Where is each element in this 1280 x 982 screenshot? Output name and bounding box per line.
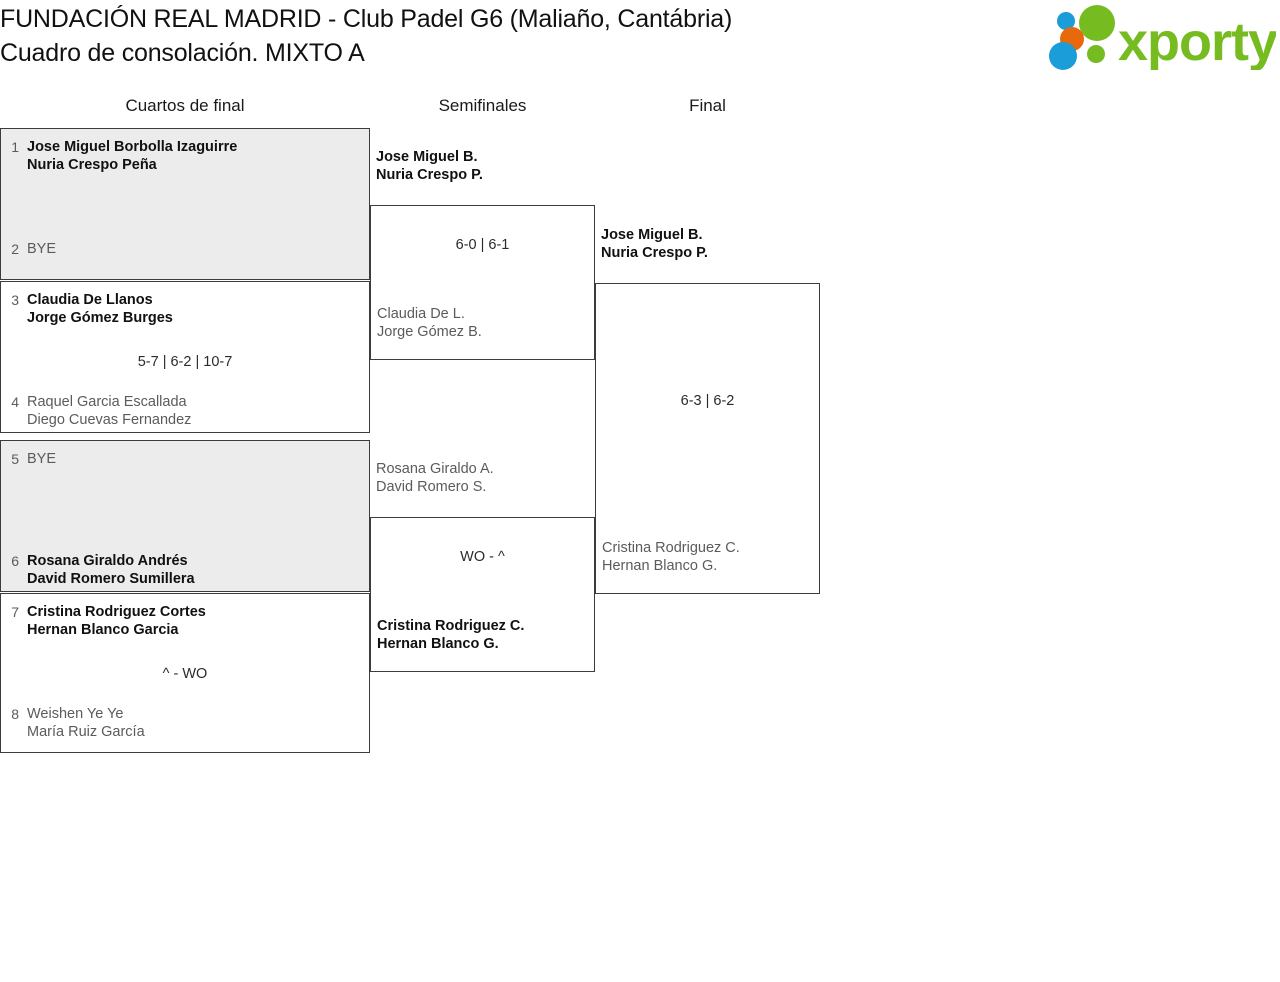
round-header-semifinals: Semifinales — [438, 96, 527, 115]
team-names: Weishen Ye Ye María Ruiz García — [27, 706, 145, 740]
team-names: Cristina Rodriguez Cortes Hernan Blanco … — [27, 604, 206, 638]
match-score: WO - ^ — [460, 549, 505, 565]
xporty-logo[interactable]: xporty — [1046, 4, 1276, 70]
logo-wordmark: xporty — [1118, 12, 1276, 70]
semifinal-1-top-team[interactable]: Jose Miguel B. Nuria Crespo P. — [376, 148, 483, 184]
match-score: 6-0 | 6-1 — [455, 237, 510, 253]
match-qf-3[interactable]: 5 BYE 6 Rosana Giraldo Andrés David Rome… — [0, 440, 370, 592]
team-names: Claudia De L. Jorge Gómez B. — [377, 306, 482, 340]
seed-number: 1 — [11, 139, 19, 155]
seed-number: 6 — [11, 553, 19, 569]
match-qf-2[interactable]: 3 Claudia De Llanos Jorge Gómez Burges 5… — [0, 281, 370, 433]
match-sf-1[interactable]: 6-0 | 6-1 Claudia De L. Jorge Gómez B. — [370, 205, 595, 360]
round-header-quarterfinals: Cuartos de final — [125, 96, 245, 115]
seed-number: 5 — [11, 451, 19, 467]
team-names: Rosana Giraldo Andrés David Romero Sumil… — [27, 553, 195, 587]
seed-number: 7 — [11, 604, 19, 620]
round-header-final: Final — [689, 96, 726, 115]
team-slot[interactable]: 5 BYE — [1, 450, 369, 468]
match-qf-4[interactable]: 7 Cristina Rodriguez Cortes Hernan Blanc… — [0, 593, 370, 753]
seed-number: 2 — [11, 241, 19, 257]
team-names: Cristina Rodriguez C. Hernan Blanco G. — [602, 540, 740, 574]
team-slot[interactable]: 1 Jose Miguel Borbolla Izaguirre Nuria C… — [1, 138, 369, 174]
seed-number: 8 — [11, 706, 19, 722]
page-header: FUNDACIÓN REAL MADRID - Club Padel G6 (M… — [0, 0, 1280, 78]
title-line-2: Cuadro de consolación. MIXTO A — [0, 39, 365, 67]
match-score: ^ - WO — [162, 666, 208, 682]
logo-dots-icon — [1049, 5, 1115, 70]
team-names: BYE — [27, 451, 57, 467]
team-names: Cristina Rodriguez C. Hernan Blanco G. — [377, 618, 525, 652]
team-names: Raquel Garcia Escallada Diego Cuevas Fer… — [27, 394, 192, 428]
final-top-team[interactable]: Jose Miguel B. Nuria Crespo P. — [601, 226, 708, 262]
match-final[interactable]: 6-3 | 6-2 Cristina Rodriguez C. Hernan B… — [595, 283, 820, 594]
final-bottom-team[interactable]: Cristina Rodriguez C. Hernan Blanco G. — [602, 539, 740, 575]
semifinal-1-bottom-team[interactable]: Claudia De L. Jorge Gómez B. — [377, 305, 482, 341]
match-sf-2[interactable]: WO - ^ Cristina Rodriguez C. Hernan Blan… — [370, 517, 595, 672]
seed-number: 4 — [11, 394, 19, 410]
match-score: 6-3 | 6-2 — [680, 393, 735, 409]
team-slot[interactable]: 6 Rosana Giraldo Andrés David Romero Sum… — [1, 552, 369, 588]
team-names: Jose Miguel B. Nuria Crespo P. — [601, 227, 708, 261]
team-slot[interactable]: 8 Weishen Ye Ye María Ruiz García — [1, 705, 369, 741]
team-names: Rosana Giraldo A. David Romero S. — [376, 461, 494, 495]
semifinal-2-top-team[interactable]: Rosana Giraldo A. David Romero S. — [376, 460, 494, 496]
team-slot[interactable]: 3 Claudia De Llanos Jorge Gómez Burges — [1, 291, 369, 327]
team-names: BYE — [27, 241, 57, 257]
team-names: Claudia De Llanos Jorge Gómez Burges — [27, 292, 173, 326]
team-names: Jose Miguel Borbolla Izaguirre Nuria Cre… — [27, 139, 238, 173]
svg-text:xporty: xporty — [1118, 12, 1276, 70]
team-slot[interactable]: 7 Cristina Rodriguez Cortes Hernan Blanc… — [1, 603, 369, 639]
match-qf-1[interactable]: 1 Jose Miguel Borbolla Izaguirre Nuria C… — [0, 128, 370, 280]
team-slot[interactable]: 4 Raquel Garcia Escallada Diego Cuevas F… — [1, 393, 369, 429]
team-names: Jose Miguel B. Nuria Crespo P. — [376, 149, 483, 183]
semifinal-2-bottom-team[interactable]: Cristina Rodriguez C. Hernan Blanco G. — [377, 617, 524, 653]
match-score: 5-7 | 6-2 | 10-7 — [137, 354, 233, 370]
team-slot[interactable]: 2 BYE — [1, 240, 369, 258]
title-line-1: FUNDACIÓN REAL MADRID - Club Padel G6 (M… — [0, 5, 733, 33]
page-title: FUNDACIÓN REAL MADRID - Club Padel G6 (M… — [0, 2, 1000, 70]
seed-number: 3 — [11, 292, 19, 308]
